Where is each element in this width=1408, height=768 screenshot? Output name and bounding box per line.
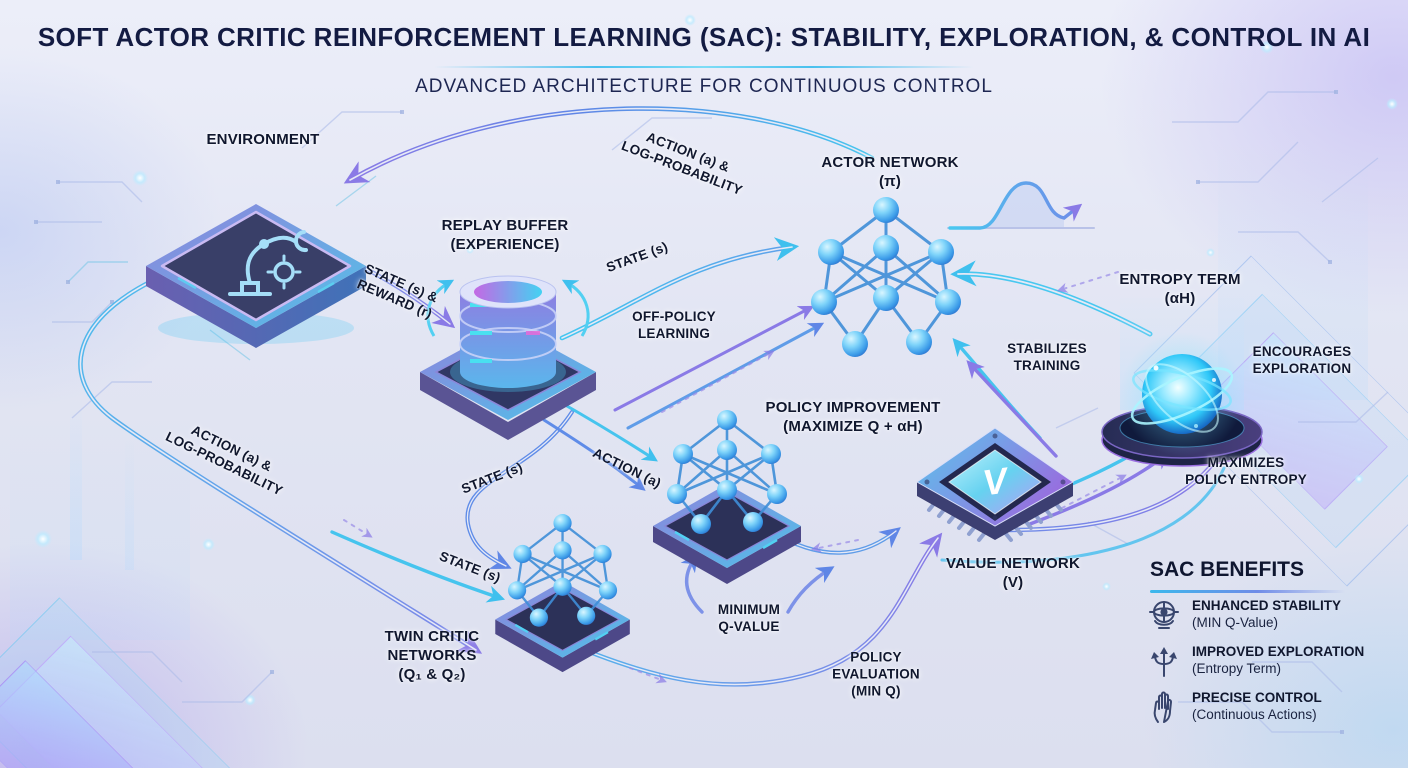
gaussian-curve — [947, 181, 1095, 230]
environment-icon — [146, 204, 366, 348]
edge-label-off-policy: OFF-POLICY LEARNING — [632, 309, 716, 341]
edge-label-minimum-q: MINIMUM Q-VALUE — [717, 602, 781, 634]
edge-policy-evaluation — [553, 527, 943, 687]
environment-label: ENVIRONMENT — [206, 131, 320, 148]
branching-arrows-icon — [1151, 647, 1177, 677]
sparkle-dot — [34, 530, 52, 548]
actor-network-icon — [811, 197, 961, 357]
edge-action-logprob-top — [343, 106, 875, 184]
dashed-data-streams — [343, 271, 1119, 684]
twin-critics-label: TWIN CRITIC NETWORKS (Q₁ & Q₂) — [384, 628, 480, 683]
policy-improvement-label: POLICY IMPROVEMENT (MAXIMIZE Q + αH) — [765, 399, 941, 435]
replay-buffer-icon — [420, 275, 596, 440]
policy-improvement-icon — [653, 410, 801, 584]
entropy-term-label: ENTROPY TERM (αH) — [1119, 271, 1241, 307]
sparkle-dot — [466, 246, 474, 254]
gyroscope-icon — [1149, 601, 1179, 629]
page-title: SOFT ACTOR CRITIC REINFORCEMENT LEARNING… — [37, 22, 1371, 52]
sparkle-dot — [1206, 248, 1215, 257]
benefit-detail: (Continuous Actions) — [1192, 706, 1317, 722]
edge-label-maximizes: MAXIMIZES POLICY ENTROPY — [1185, 455, 1307, 487]
benefit-detail: (MIN Q-Value) — [1192, 614, 1279, 630]
benefit-title: ENHANCED STABILITY — [1192, 598, 1342, 613]
edge-label-encourages: ENCOURAGES EXPLORATION — [1252, 344, 1352, 376]
actor-network-label: ACTOR NETWORK (π) — [821, 154, 959, 190]
value-network-label: VALUE NETWORK (V) — [946, 555, 1080, 591]
edge-state-to-actor — [559, 237, 800, 341]
edge-action-to-policy — [542, 400, 658, 491]
replay-buffer-label: REPLAY BUFFER (EXPERIENCE) — [441, 217, 569, 253]
edge-off-policy-arrows — [613, 305, 825, 430]
benefit-title: PRECISE CONTROL — [1192, 690, 1322, 705]
entropy-term-icon — [1101, 298, 1263, 467]
page-subtitle: ADVANCED ARCHITECTURE FOR CONTINUOUS CON… — [415, 76, 993, 97]
sparkle-dot — [1386, 98, 1398, 110]
sparkle-dot — [1260, 40, 1274, 54]
edge-stabilizes-training — [952, 338, 1058, 458]
title-divider — [434, 66, 974, 68]
sparkle-dot — [202, 538, 215, 551]
value-network-icon: V — [916, 427, 1074, 542]
robot-arm-icon — [228, 230, 308, 296]
hand-icon — [1153, 691, 1172, 723]
benefits-underline — [1150, 590, 1345, 593]
benefit-detail: (Entropy Term) — [1192, 660, 1282, 676]
edge-action-logprob-left — [78, 279, 483, 654]
edge-label-policy-evaluation: POLICY EVALUATION (MIN Q) — [832, 649, 920, 699]
sparkle-dot — [1354, 474, 1364, 484]
edge-label-stabilizes: STABILIZES TRAINING — [1007, 341, 1087, 373]
benefits-heading: SAC BENEFITS — [1150, 558, 1305, 581]
sparkle-dot — [1102, 582, 1111, 591]
sparkle-dot — [684, 14, 696, 26]
sparkle-dot — [132, 170, 148, 186]
benefit-title: IMPROVED EXPLORATION — [1192, 644, 1365, 659]
edge-state-to-twin — [330, 410, 574, 603]
twin-critics-icon — [495, 514, 630, 673]
